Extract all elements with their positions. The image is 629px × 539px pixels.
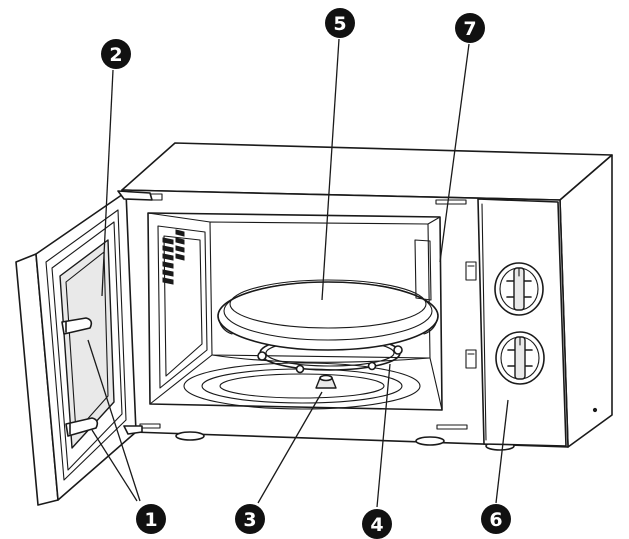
callout-2: 2 (101, 39, 131, 69)
callout-6: 6 (481, 504, 511, 534)
callout-6-label: 6 (489, 509, 502, 531)
callout-4: 4 (362, 509, 392, 539)
callout-2-label: 2 (109, 44, 122, 66)
leader-lines (87, 38, 509, 508)
callout-7: 7 (455, 13, 485, 43)
glass-tray (217, 279, 439, 351)
callout-3-label: 3 (243, 509, 256, 531)
turntable-coupler (315, 374, 337, 389)
callout-7-label: 7 (463, 18, 476, 40)
callout-3: 3 (235, 504, 265, 534)
waveguide-cover (414, 239, 432, 301)
callout-5-label: 5 (333, 13, 346, 35)
callout-5: 5 (325, 8, 355, 38)
callout-1-label: 1 (144, 509, 157, 531)
callout-4-label: 4 (370, 514, 383, 536)
power-knob (495, 331, 545, 385)
timer-knob (494, 262, 544, 316)
door-window (59, 239, 115, 449)
vent-slots (162, 229, 185, 285)
door-latch-hooks (61, 317, 99, 437)
callout-1: 1 (136, 504, 166, 534)
control-panel (465, 198, 567, 447)
